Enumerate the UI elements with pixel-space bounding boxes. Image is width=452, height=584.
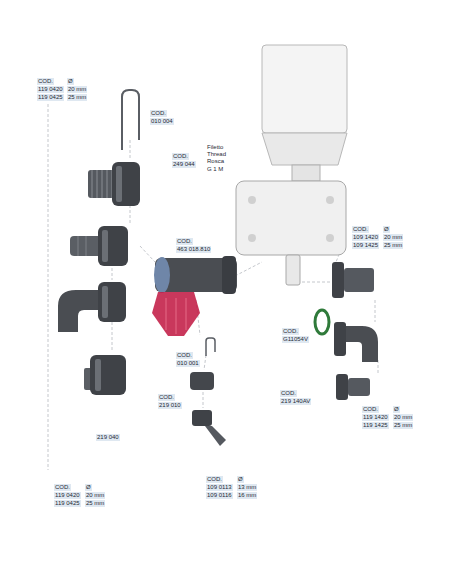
code-label: 119 0425 (37, 94, 64, 101)
code-label: 219 040 (96, 434, 120, 441)
code-label: G 1 M (206, 166, 224, 173)
code-label: Ø (237, 476, 244, 483)
code-label: 463 018.810 (176, 246, 211, 253)
code-label: 119 0425 (54, 500, 81, 507)
code-label: Rosca (206, 158, 225, 165)
code-label: COD. (150, 110, 167, 117)
code-label: 109 0116 (206, 492, 233, 499)
code-label: 219 140AV (280, 398, 311, 405)
code-label: 13 mm (237, 484, 257, 491)
code-label: 25 mm (85, 500, 105, 507)
leader-lines (48, 104, 378, 470)
code-label: COD. (54, 484, 71, 491)
staple-pin (122, 90, 139, 150)
code-label: 25 mm (383, 242, 403, 249)
code-label: 20 mm (393, 414, 413, 421)
motor-valve (236, 45, 347, 285)
code-label: Ø (393, 406, 400, 413)
code-label: 25 mm (67, 94, 87, 101)
code-label: COD. (37, 78, 54, 85)
code-label: 20 mm (67, 86, 87, 93)
code-label: 119 1425 (362, 422, 389, 429)
code-label: COD. (206, 476, 223, 483)
code-label: COD. (280, 390, 297, 397)
elbow-coupling (58, 282, 126, 332)
code-label: COD. (362, 406, 379, 413)
code-label: 109 1420 (352, 234, 379, 241)
code-label: 20 mm (383, 234, 403, 241)
code-label: COD. (282, 328, 299, 335)
code-label: COD. (158, 394, 175, 401)
filter-body (152, 256, 237, 336)
code-label: 109 1425 (352, 242, 379, 249)
code-label: COD. (172, 153, 189, 160)
code-label: Filetto (206, 144, 224, 151)
code-label: COD. (176, 238, 193, 245)
code-label: Ø (85, 484, 92, 491)
threaded-adapter (88, 162, 140, 206)
nut-coupling (84, 355, 126, 395)
hose-coupling (70, 226, 128, 266)
code-label: 249 044 (172, 161, 196, 168)
right-fittings (315, 262, 378, 400)
small-parts (190, 338, 226, 446)
code-label: 219 010 (158, 402, 182, 409)
code-label: 010 001 (176, 360, 200, 367)
code-label: Thread (206, 151, 227, 158)
code-label: 119 0420 (54, 492, 81, 499)
code-label: Ø (383, 226, 390, 233)
code-label: COD. (352, 226, 369, 233)
code-label: 16 mm (237, 492, 257, 499)
code-label: G11054V (282, 336, 309, 343)
code-label: 119 1420 (362, 414, 389, 421)
code-label: 20 mm (85, 492, 105, 499)
code-label: 119 0420 (37, 86, 64, 93)
code-label: 25 mm (393, 422, 413, 429)
code-label: 010 004 (150, 118, 174, 125)
code-label: 109 0113 (206, 484, 233, 491)
code-label: COD. (176, 352, 193, 359)
code-label: Ø (67, 78, 74, 85)
